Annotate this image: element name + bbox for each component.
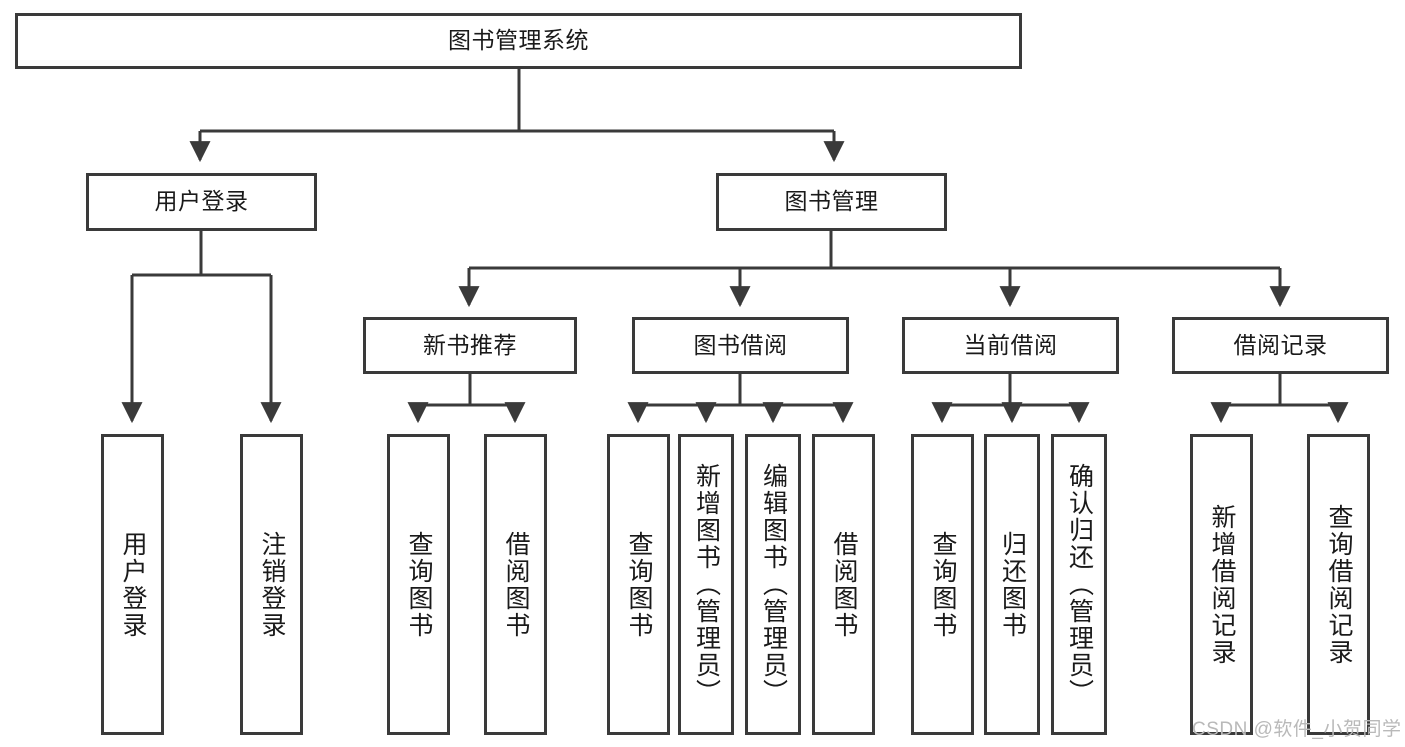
- node-borrow-record[interactable]: 借阅记录: [1172, 317, 1389, 374]
- node-leaf-query-book-3[interactable]: 查询图书: [911, 434, 974, 735]
- node-leaf-edit-book-label: 编辑图书（管理员）: [759, 463, 788, 706]
- node-leaf-add-record[interactable]: 新增借阅记录: [1190, 434, 1253, 735]
- node-root[interactable]: 图书管理系统: [15, 13, 1022, 69]
- watermark-text: CSDN @软件_小贺同学: [1192, 719, 1402, 740]
- node-leaf-borrow-book-2[interactable]: 借阅图书: [812, 434, 875, 735]
- node-leaf-logout-login-label: 注销登录: [258, 530, 286, 639]
- node-book-borrow-label: 图书借阅: [693, 331, 788, 358]
- node-leaf-query-book-2[interactable]: 查询图书: [607, 434, 670, 735]
- node-leaf-query-book-3-label: 查询图书: [929, 530, 957, 639]
- node-leaf-query-record-label: 查询借阅记录: [1325, 503, 1353, 666]
- node-book-management-label: 图书管理: [784, 188, 879, 215]
- node-leaf-confirm-return-label: 确认归还（管理员）: [1065, 463, 1094, 706]
- node-book-management[interactable]: 图书管理: [716, 173, 947, 231]
- node-leaf-edit-book[interactable]: 编辑图书（管理员）: [745, 434, 801, 735]
- node-leaf-query-book-1-label: 查询图书: [405, 530, 433, 639]
- node-leaf-user-login-label: 用户登录: [119, 530, 147, 639]
- node-leaf-borrow-book-2-label: 借阅图书: [830, 530, 858, 639]
- node-leaf-return-book[interactable]: 归还图书: [984, 434, 1040, 735]
- node-new-book-recommend-label: 新书推荐: [423, 331, 517, 358]
- node-leaf-user-login[interactable]: 用户登录: [101, 434, 164, 735]
- node-leaf-add-record-label: 新增借阅记录: [1208, 503, 1236, 666]
- node-leaf-confirm-return[interactable]: 确认归还（管理员）: [1051, 434, 1107, 735]
- node-root-label: 图书管理系统: [448, 27, 589, 54]
- node-leaf-logout-login[interactable]: 注销登录: [240, 434, 303, 735]
- node-book-borrow[interactable]: 图书借阅: [632, 317, 849, 374]
- node-leaf-query-book-1[interactable]: 查询图书: [387, 434, 450, 735]
- node-current-borrow-label: 当前借阅: [963, 331, 1058, 358]
- node-leaf-add-book[interactable]: 新增图书（管理员）: [678, 434, 734, 735]
- node-leaf-query-book-2-label: 查询图书: [625, 530, 653, 639]
- node-leaf-borrow-book-1[interactable]: 借阅图书: [484, 434, 547, 735]
- node-user-login-label: 用户登录: [154, 188, 249, 215]
- node-leaf-borrow-book-1-label: 借阅图书: [502, 530, 530, 639]
- node-leaf-return-book-label: 归还图书: [998, 530, 1027, 639]
- node-borrow-record-label: 借阅记录: [1233, 331, 1328, 358]
- node-new-book-recommend[interactable]: 新书推荐: [363, 317, 577, 374]
- node-current-borrow[interactable]: 当前借阅: [902, 317, 1119, 374]
- node-user-login[interactable]: 用户登录: [86, 173, 317, 231]
- node-leaf-add-book-label: 新增图书（管理员）: [692, 463, 721, 706]
- node-leaf-query-record[interactable]: 查询借阅记录: [1307, 434, 1370, 735]
